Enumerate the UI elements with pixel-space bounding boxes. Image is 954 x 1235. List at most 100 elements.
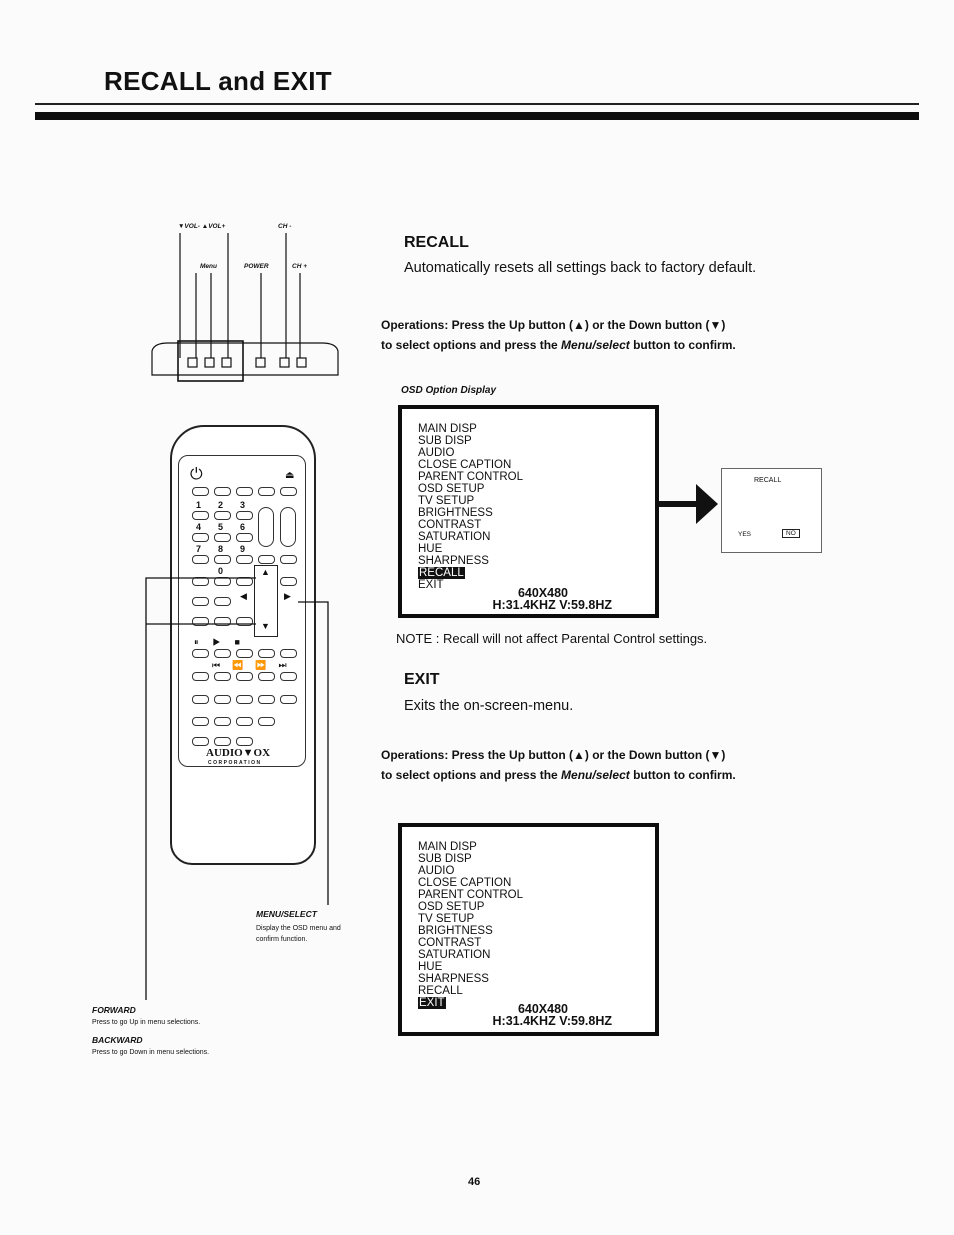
remote-btn bbox=[214, 511, 231, 520]
osd-menu-recall: MAIN DISP SUB DISP AUDIO CLOSE CAPTION P… bbox=[398, 405, 659, 618]
remote-btn bbox=[258, 487, 275, 496]
recall-ops-line1: Operations: Press the Up button (▲) or t… bbox=[381, 318, 726, 332]
osd-item: OSD SETUP bbox=[418, 483, 485, 495]
remote-btn bbox=[192, 487, 209, 496]
play-pause-icons: ⏸▶■ bbox=[194, 637, 254, 647]
arrow-right-icon bbox=[658, 484, 718, 524]
recall-note: NOTE : Recall will not affect Parental C… bbox=[396, 631, 708, 646]
remote-digit: 8 bbox=[218, 544, 224, 554]
osd-item: HUE bbox=[418, 543, 443, 555]
menu-select-desc-2: confirm function. bbox=[256, 936, 308, 943]
panel-label-power: POWER bbox=[244, 263, 269, 270]
remote-btn bbox=[192, 533, 209, 542]
vol-rocker bbox=[258, 507, 274, 547]
exit-operations: Operations: Press the Up button (▲) or t… bbox=[381, 745, 736, 785]
remote-btn bbox=[236, 672, 253, 681]
remote-panel bbox=[178, 455, 306, 767]
up-arrow-icon: ▲ bbox=[261, 567, 270, 577]
remote-btn bbox=[280, 672, 297, 681]
remote-btn bbox=[280, 555, 297, 564]
left-arrow-icon: ◀ bbox=[240, 591, 247, 601]
osd-item: PARENT CONTROL bbox=[418, 889, 524, 901]
remote-btn bbox=[192, 617, 209, 626]
osd-item: BRIGHTNESS bbox=[418, 925, 493, 937]
menu-select-title: MENU/SELECT bbox=[256, 909, 317, 919]
remote-btn bbox=[214, 672, 231, 681]
osd-item: RECALL bbox=[418, 985, 463, 997]
panel-label-vol: ▼VOL- ▲VOL+ bbox=[178, 223, 226, 230]
remote-btn bbox=[280, 649, 297, 658]
remote-btn bbox=[214, 597, 231, 606]
osd-item-selected: EXIT bbox=[418, 997, 446, 1010]
recall-heading: RECALL bbox=[404, 234, 469, 251]
forward-desc: Press to go Up in menu selections. bbox=[92, 1019, 201, 1026]
exit-description: Exits the on-screen-menu. bbox=[404, 698, 574, 714]
osd-item: CLOSE CAPTION bbox=[418, 877, 512, 889]
remote-digit: 4 bbox=[196, 522, 202, 532]
osd-item: AUDIO bbox=[418, 865, 455, 877]
recall-ops-line2: to select options and press the Menu/sel… bbox=[381, 338, 736, 352]
dpad bbox=[254, 565, 278, 637]
remote-btn bbox=[236, 717, 253, 726]
remote-btn bbox=[280, 695, 297, 704]
remote-btn bbox=[236, 617, 253, 626]
remote-btn bbox=[214, 487, 231, 496]
osd-item: SATURATION bbox=[418, 531, 491, 543]
osd-caption: OSD Option Display bbox=[401, 385, 497, 396]
skip-icons: ⏮⏪⏩⏭ bbox=[212, 660, 299, 670]
down-arrow-icon: ▼ bbox=[261, 621, 270, 631]
remote-digit: 0 bbox=[218, 566, 224, 576]
osd-item: HUE bbox=[418, 961, 443, 973]
remote-body bbox=[170, 425, 316, 865]
osd-item-selected: RECALL bbox=[418, 567, 465, 580]
osd-resolution: 640X480 bbox=[517, 586, 568, 600]
osd-item: TV SETUP bbox=[418, 495, 475, 507]
menu-select-desc-1: Display the OSD menu and bbox=[256, 925, 341, 932]
remote-brand-sub: CORPORATION bbox=[208, 760, 262, 766]
remote-digit: 5 bbox=[218, 522, 224, 532]
osd-item: CONTRAST bbox=[418, 937, 482, 949]
remote-btn bbox=[192, 511, 209, 520]
backward-desc: Press to go Down in menu selections. bbox=[92, 1049, 210, 1056]
osd-item: PARENT CONTROL bbox=[418, 471, 524, 483]
eject-icon: ⏏ bbox=[285, 470, 295, 481]
remote-btn bbox=[236, 487, 253, 496]
osd-item: EXIT bbox=[418, 579, 444, 591]
osd-item: OSD SETUP bbox=[418, 901, 485, 913]
osd-item: MAIN DISP bbox=[418, 423, 477, 435]
page-title: RECALL and EXIT bbox=[104, 66, 332, 96]
ch-rocker bbox=[280, 507, 296, 547]
osd-item: BRIGHTNESS bbox=[418, 507, 493, 519]
front-panel-drawing bbox=[151, 233, 339, 382]
recall-dialog-yes[interactable]: YES bbox=[738, 531, 752, 538]
remote-btn bbox=[258, 695, 275, 704]
front-panel-diagram: ▼VOL- ▲VOL+ CH - Menu POWER CH + bbox=[140, 215, 350, 385]
remote-btn bbox=[236, 533, 253, 542]
remote-brand-logo: AUDIO▼OX bbox=[206, 747, 271, 759]
osd-item: MAIN DISP bbox=[418, 841, 477, 853]
panel-label-ch-minus: CH - bbox=[278, 223, 292, 230]
recall-operations: Operations: Press the Up button (▲) or t… bbox=[381, 315, 736, 355]
osd-resolution: 640X480 bbox=[517, 1002, 568, 1016]
remote-digit: 3 bbox=[240, 500, 246, 510]
remote-btn bbox=[214, 695, 231, 704]
remote-btn bbox=[280, 487, 297, 496]
right-arrow-icon: ▶ bbox=[284, 591, 291, 601]
remote-btn bbox=[258, 672, 275, 681]
remote-btn bbox=[192, 555, 209, 564]
osd-item: SHARPNESS bbox=[418, 973, 489, 985]
remote-btn bbox=[214, 649, 231, 658]
remote-btn bbox=[192, 597, 209, 606]
remote-control-diagram: ⏻ ⏏ 1 2 3 4 5 6 7 8 9 0 ▲ ◀ ▶ ▼ ⏸▶■ ⏮⏪⏩⏭ bbox=[170, 425, 320, 870]
remote-btn bbox=[192, 695, 209, 704]
remote-btn bbox=[192, 737, 209, 746]
osd-item: TV SETUP bbox=[418, 913, 475, 925]
panel-label-menu: Menu bbox=[200, 263, 217, 270]
recall-dialog-no[interactable]: NO bbox=[782, 529, 800, 538]
remote-btn bbox=[192, 672, 209, 681]
backward-title: BACKWARD bbox=[92, 1035, 143, 1045]
remote-btn bbox=[236, 555, 253, 564]
page-number: 46 bbox=[468, 1176, 481, 1188]
remote-btn bbox=[214, 617, 231, 626]
